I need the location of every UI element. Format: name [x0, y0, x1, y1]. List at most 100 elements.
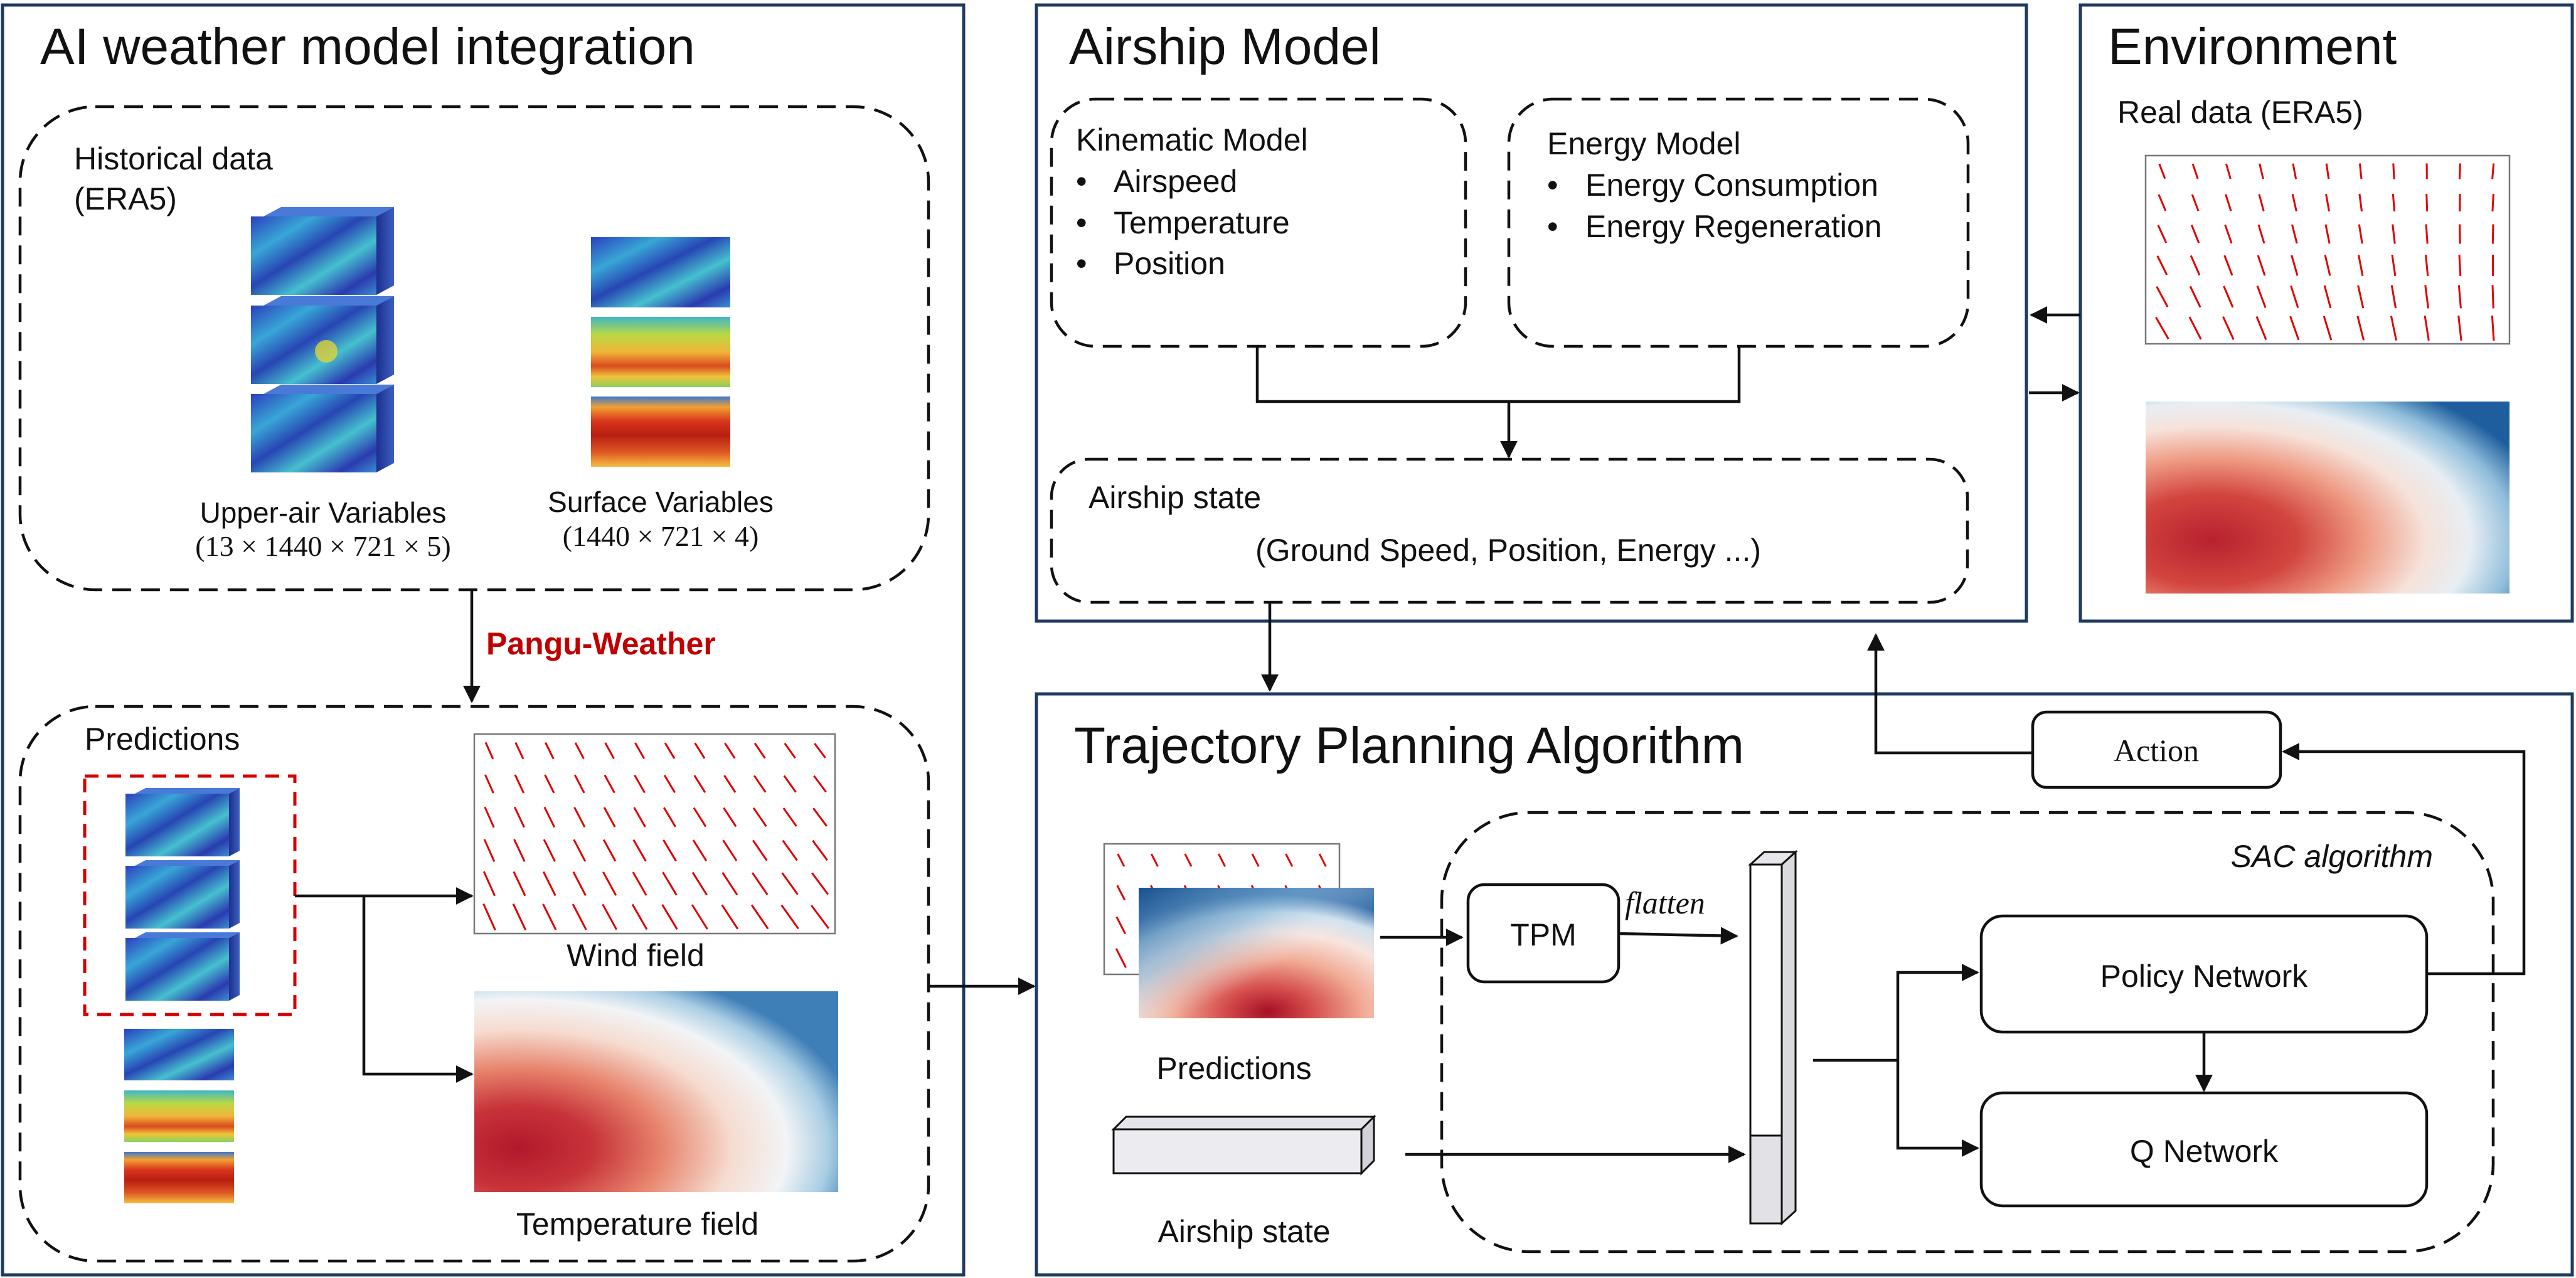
wind-vector-glyph — [1285, 853, 1294, 867]
environment-temperature-plot — [2146, 402, 2509, 594]
wind-vector-glyph — [2224, 224, 2233, 244]
wind-vector-glyph — [483, 839, 496, 862]
wind-vector-glyph — [2158, 194, 2167, 211]
wind-vector-glyph — [602, 871, 617, 896]
wind-vector-glyph — [573, 774, 585, 794]
wind-vector-glyph — [781, 872, 799, 895]
wind-vector-glyph — [482, 903, 496, 931]
airship-state-desc: (Ground Speed, Position, Energy ...) — [1255, 533, 1761, 568]
wind-vector-glyph — [2290, 285, 2299, 309]
wind-field-arrows — [482, 742, 830, 931]
wind-vector-glyph — [634, 774, 646, 794]
wind-vector-glyph — [2325, 193, 2330, 212]
wind-vector-glyph — [2424, 315, 2430, 341]
wind-vector-glyph — [2425, 254, 2429, 277]
vector-to-q-arrow — [1896, 1060, 1979, 1157]
wind-vector-glyph — [2357, 285, 2365, 309]
wind-vector-glyph — [2324, 255, 2331, 276]
wind-vector-glyph — [603, 807, 616, 828]
prediction-surface-maps — [124, 1029, 234, 1203]
trajectory-predictions-maps — [1103, 843, 1374, 1018]
wind-vector-glyph — [573, 839, 587, 862]
wind-vector-glyph — [784, 742, 796, 759]
surface-dims: (1440 × 721 × 4) — [563, 520, 759, 552]
tpm-box — [1466, 883, 1621, 984]
wind-vector-glyph — [2191, 194, 2200, 211]
to-temperature-field-arrow — [362, 896, 474, 1083]
airship-state-slab — [1111, 1114, 1376, 1176]
wind-vector-glyph — [633, 807, 646, 828]
wind-field-label: Wind field — [567, 938, 705, 973]
wind-vector-glyph — [574, 742, 585, 759]
wind-vector-glyph — [692, 839, 708, 861]
wind-vector-glyph — [691, 871, 708, 896]
model-merge-connector — [1255, 346, 1741, 403]
wind-vector-glyph — [545, 742, 555, 760]
wind-vector-glyph — [2491, 315, 2495, 341]
trajectory-airship-state-label: Airship state — [1158, 1214, 1330, 1249]
flattened-feature-vector — [1748, 849, 1798, 1226]
bullet-icon: • — [1076, 246, 1087, 281]
action-to-airship-arrow — [1867, 633, 2033, 755]
wind-vector-glyph — [2457, 285, 2462, 309]
wind-vector-glyph — [1115, 948, 1127, 968]
wind-vector-glyph — [602, 903, 618, 930]
wind-vector-glyph — [2325, 163, 2330, 179]
sac-algorithm-label: SAC algorithm — [2231, 839, 2433, 874]
wind-vector-glyph — [2289, 316, 2300, 341]
wind-vector-glyph — [2223, 255, 2233, 276]
wind-vector-glyph — [1117, 853, 1126, 867]
wind-vector-glyph — [2225, 163, 2232, 179]
wind-vector-glyph — [2156, 255, 2168, 275]
environment-title: Environment — [2108, 18, 2397, 75]
wind-vector-glyph — [693, 807, 707, 828]
temperature-field-plot — [474, 991, 838, 1192]
wind-vector-glyph — [2392, 163, 2395, 179]
bullet-icon: • — [1547, 168, 1558, 203]
action-label: Action — [2114, 733, 2199, 768]
bullet-icon: • — [1076, 205, 1087, 240]
wind-vector-glyph — [2256, 285, 2267, 308]
temperature-field-label: Temperature field — [516, 1206, 758, 1242]
q-network-label: Q Network — [2130, 1134, 2279, 1169]
wind-vector-glyph — [752, 839, 768, 861]
wind-vector-glyph — [2391, 254, 2397, 277]
action-box — [2031, 710, 2282, 789]
wind-vector-glyph — [2491, 163, 2495, 179]
wind-vector-glyph — [2156, 285, 2169, 308]
wind-vector-glyph — [2258, 194, 2265, 211]
wind-vector-glyph — [1184, 853, 1193, 867]
bullet-icon: • — [1547, 209, 1558, 244]
wind-vector-glyph — [2392, 224, 2396, 244]
wind-vector-glyph — [812, 839, 828, 861]
wind-vector-glyph — [662, 871, 678, 896]
surface-variable-maps — [591, 237, 730, 467]
wind-vector-glyph — [2255, 316, 2267, 341]
wind-vector-glyph — [572, 871, 587, 897]
kinematic-model-title: Kinematic Model — [1076, 122, 1308, 157]
wind-vector-glyph — [2189, 285, 2201, 308]
wind-vector-glyph — [812, 807, 828, 827]
sac-algorithm-group — [1440, 811, 2495, 1254]
historical-data-source: (ERA5) — [74, 181, 177, 216]
upper-air-label: Upper-air Variables — [200, 496, 447, 529]
wind-vector-glyph — [514, 774, 525, 794]
wind-vector-glyph — [693, 775, 706, 793]
wind-vector-glyph — [2390, 285, 2397, 309]
wind-vector-glyph — [2158, 163, 2166, 179]
wind-vector-glyph — [2155, 316, 2169, 340]
upper-air-dims: (13 × 1440 × 721 × 5) — [195, 530, 450, 562]
wind-vector-glyph — [2291, 193, 2297, 212]
wind-vector-glyph — [1251, 853, 1260, 867]
ai-weather-panel: AI weather model integration Historical … — [1, 3, 966, 1277]
wind-vector-glyph — [2356, 316, 2365, 341]
upper-air-cubes — [251, 207, 394, 472]
wind-vector-glyph — [661, 904, 678, 930]
wind-vector-glyph — [2323, 316, 2333, 341]
wind-vector-glyph — [753, 742, 766, 759]
wind-vector-glyph — [513, 806, 525, 828]
airship-model-title: Airship Model — [1069, 18, 1381, 75]
wind-vector-glyph — [484, 806, 495, 828]
wind-vector-glyph — [2425, 224, 2429, 244]
wind-vector-glyph — [1115, 916, 1126, 935]
